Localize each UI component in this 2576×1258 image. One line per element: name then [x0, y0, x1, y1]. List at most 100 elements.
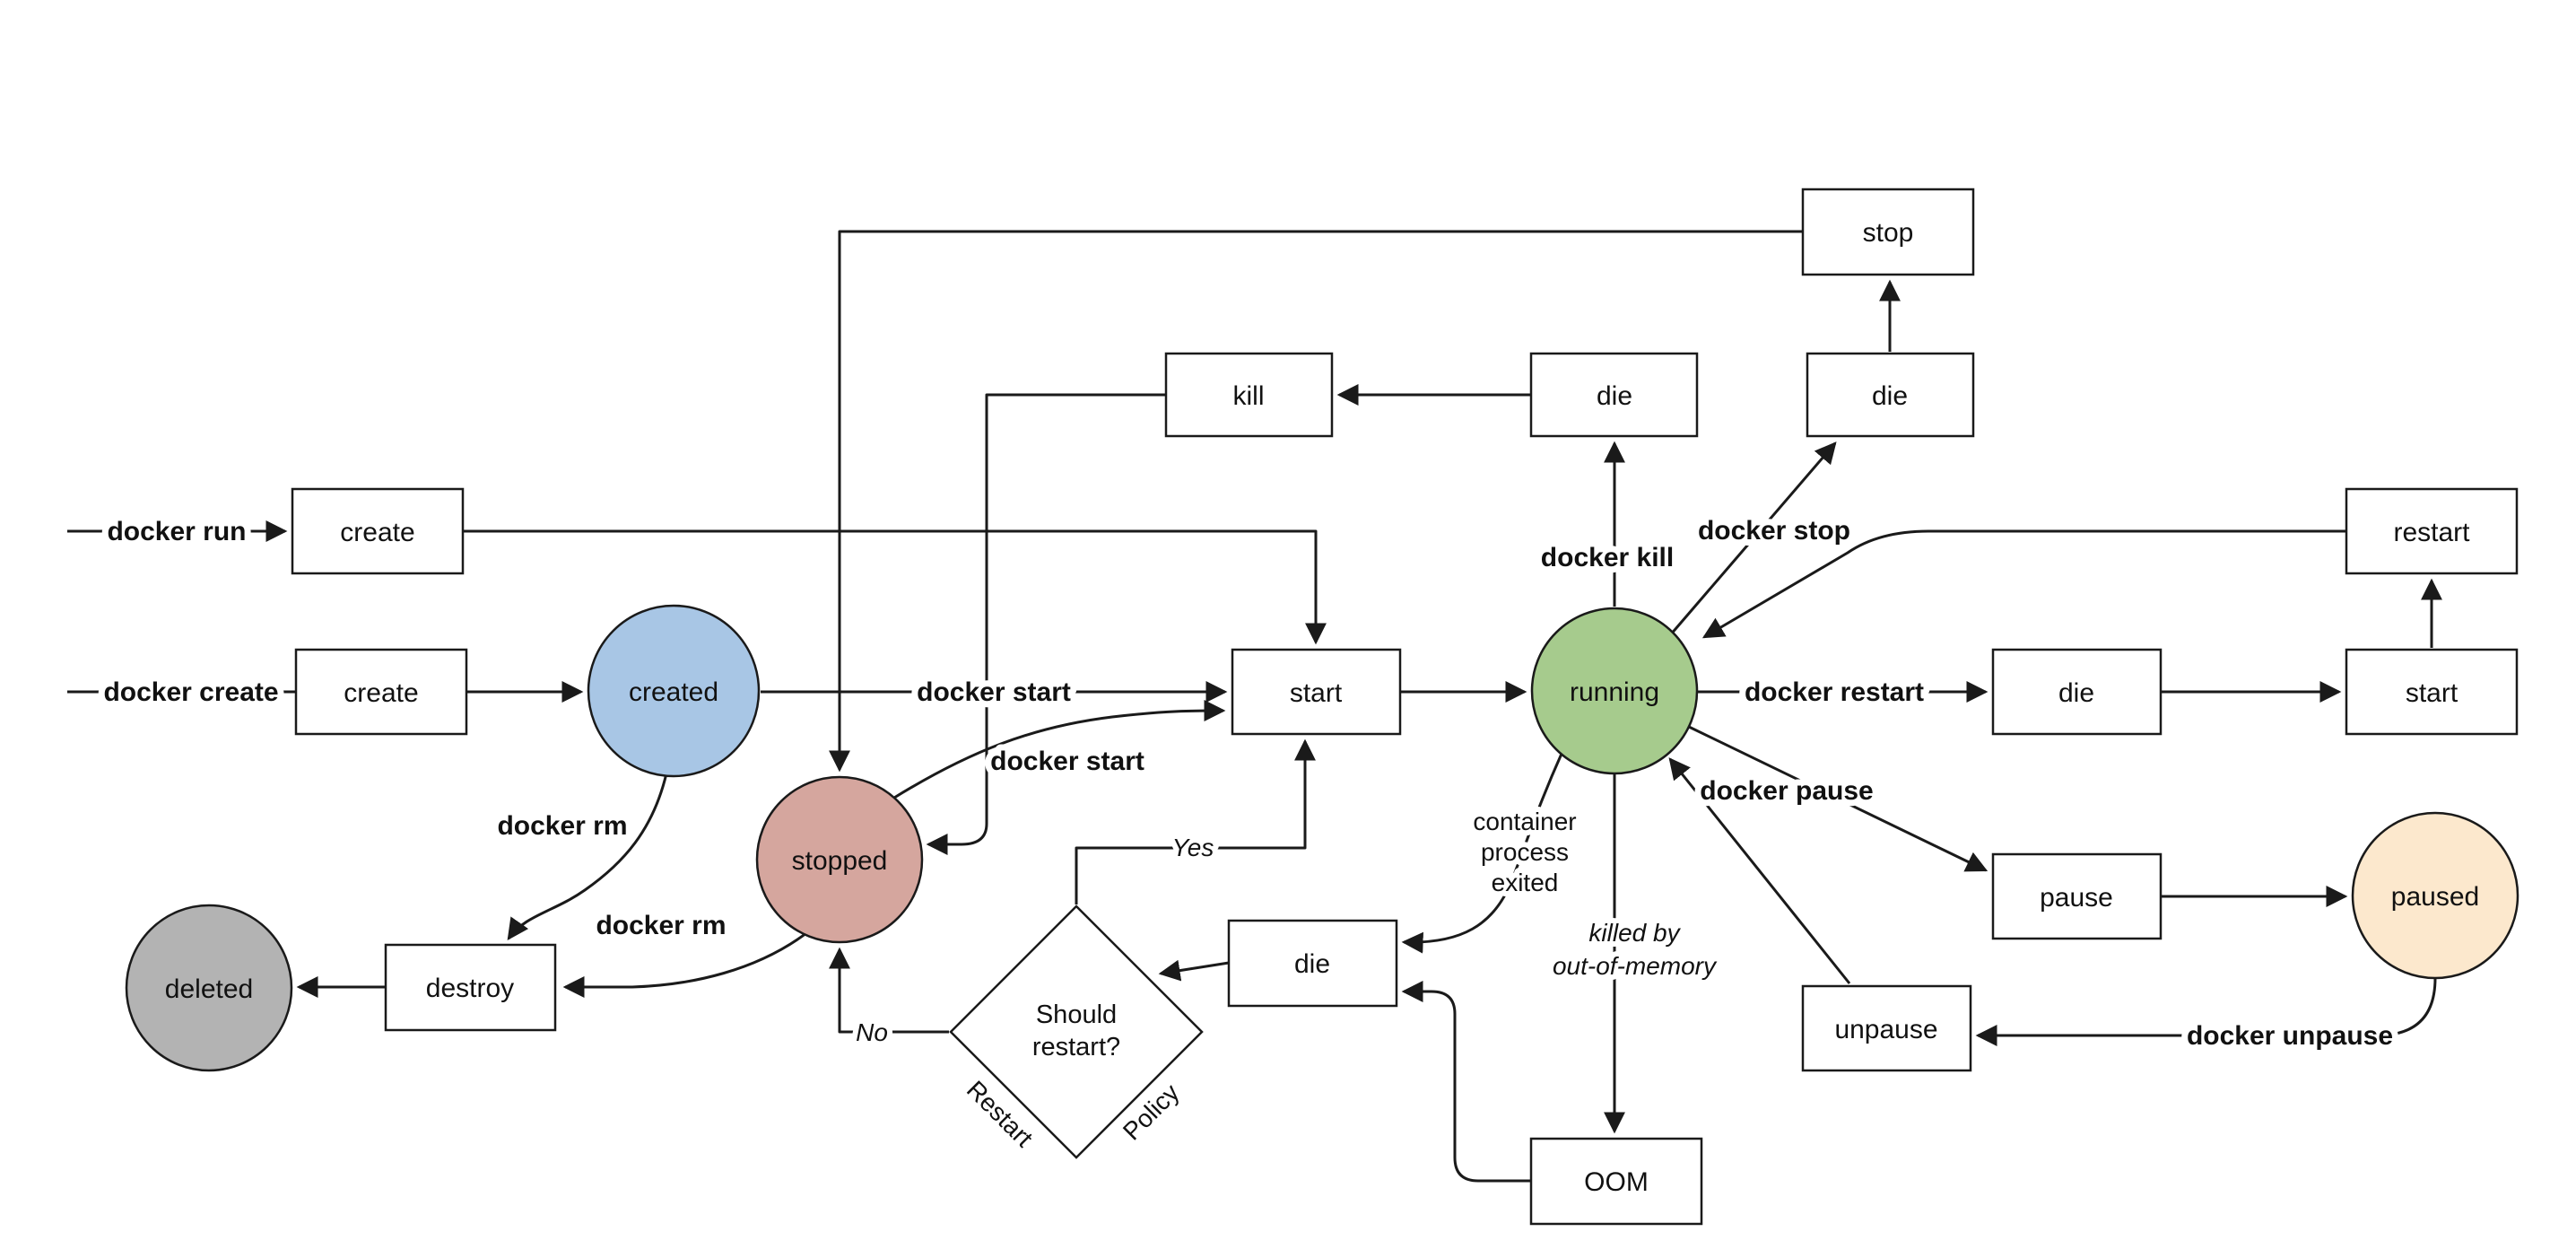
docker-restart-label: docker restart [1745, 677, 1924, 707]
stopped-circle [755, 775, 924, 944]
edges [67, 230, 2442, 1183]
edge-created-rm-to-destroy [507, 773, 668, 940]
stopped-label: stopped [792, 846, 888, 876]
pause-label: pause [2040, 883, 2113, 913]
paused-circle [2351, 811, 2519, 980]
docker-pause-label: docker pause [1700, 776, 1873, 806]
state-deleted: deleted [125, 904, 293, 1072]
edge-paused-to-unpause [1975, 977, 2437, 1046]
docker-unpause-label: docker unpause [2187, 1021, 2393, 1051]
destroy-label: destroy [426, 974, 514, 1003]
create-create-label: create [344, 678, 418, 708]
docker-stop-label: docker stop [1698, 516, 1850, 546]
start-right-box [2345, 648, 2519, 736]
kill-box [1164, 352, 1334, 438]
event-die-bottom: die [1227, 919, 1398, 1008]
exited-note-line2: process [1481, 838, 1569, 866]
event-die-center: die [1529, 352, 1699, 438]
created-label: created [629, 677, 718, 707]
oom-box [1529, 1137, 1703, 1226]
exited-note-line3: exited [1492, 869, 1559, 896]
restart-box [2345, 487, 2519, 575]
edge-oom-to-die [1401, 981, 1531, 1183]
event-restart: restart [2345, 487, 2519, 575]
edge-unpause-to-running [1668, 757, 1851, 984]
state-paused: paused [2351, 811, 2519, 980]
event-die-right: die [1991, 648, 2163, 736]
docker-create-label: docker create [103, 677, 278, 707]
oom-note-line1: killed by [1588, 919, 1681, 947]
create-create-box [294, 648, 468, 736]
state-running: running [1530, 607, 1699, 775]
oom-note-line2: out-of-memory [1553, 952, 1718, 980]
edge-kill-to-stopped [926, 393, 1166, 855]
stop-box [1801, 188, 1975, 276]
docker-rm-stopped-label: docker rm [596, 911, 726, 940]
die-bottom-box [1227, 919, 1398, 1008]
event-destroy: destroy [384, 943, 557, 1032]
die-topright-box [1806, 352, 1975, 438]
docker-kill-label: docker kill [1541, 543, 1674, 572]
unpause-label: unpause [1834, 1015, 1937, 1044]
restart-label: restart [2393, 518, 2470, 547]
no-label: No [856, 1018, 888, 1046]
pause-box [1991, 852, 2163, 940]
docker-run-label: docker run [107, 517, 246, 546]
created-circle [587, 604, 761, 778]
edge-stopped-to-start [893, 700, 1226, 799]
state-nodes: created stopped running paused deleted [125, 604, 2519, 1072]
edge-running-exited-to-die [1401, 753, 1563, 954]
edge-decision-no-to-stopped [829, 947, 949, 1034]
edge-stopped-rm-to-destroy [562, 929, 811, 998]
edge-running-to-pause [1688, 725, 1989, 872]
edge-decision-yes-to-start [1075, 738, 1316, 904]
die-bottom-label: die [1294, 949, 1330, 979]
stop-label: stop [1863, 218, 1914, 248]
die-center-label: die [1597, 381, 1632, 411]
event-start-right: start [2345, 648, 2519, 736]
docker-rm-created-label: docker rm [497, 811, 627, 841]
unpause-box [1801, 984, 1972, 1072]
create-run-box [291, 487, 465, 575]
event-pause: pause [1991, 852, 2163, 940]
die-topright-label: die [1872, 381, 1908, 411]
decision-line2: restart? [1032, 1033, 1120, 1061]
docker-start-main-label: docker start [917, 677, 1071, 707]
die-right-label: die [2058, 678, 2094, 708]
create-run-label: create [340, 518, 414, 547]
deleted-label: deleted [165, 974, 253, 1004]
running-label: running [1570, 677, 1659, 707]
edge-labels: docker run docker create docker start do… [97, 510, 2399, 1057]
state-stopped: stopped [755, 775, 924, 944]
start-main-label: start [1290, 678, 1343, 708]
exited-note-line1: container [1473, 808, 1576, 835]
event-oom: OOM [1529, 1137, 1703, 1226]
destroy-box [384, 943, 557, 1032]
docker-start-stopped-label: docker start [990, 747, 1144, 776]
die-right-box [1991, 648, 2163, 736]
die-center-box [1529, 352, 1699, 438]
decision-line1: Should [1036, 1000, 1117, 1029]
deleted-circle [125, 904, 293, 1072]
event-die-topright: die [1806, 352, 1975, 438]
running-circle [1530, 607, 1699, 775]
state-created: created [587, 604, 761, 778]
event-kill: kill [1164, 352, 1334, 438]
kill-label: kill [1233, 381, 1265, 411]
decision-diamond [949, 904, 1204, 1159]
start-right-label: start [2406, 678, 2459, 708]
edge-stop-to-stopped [829, 230, 1803, 773]
event-start-main: start [1231, 648, 1402, 736]
edge-running-to-die-stop [1668, 441, 1837, 636]
yes-label: Yes [1172, 834, 1214, 861]
oom-label: OOM [1584, 1167, 1649, 1197]
event-create-create: create [294, 648, 468, 736]
edge-restart-to-running [1701, 529, 2346, 639]
event-nodes: stop die kill die create create start r [291, 188, 2519, 1226]
decision-should-restart: Should restart? Restart Policy [949, 904, 1204, 1159]
edge-die-to-decision [1158, 959, 1230, 982]
edge-run-create-to-start [463, 529, 1327, 645]
start-main-box [1231, 648, 1402, 736]
